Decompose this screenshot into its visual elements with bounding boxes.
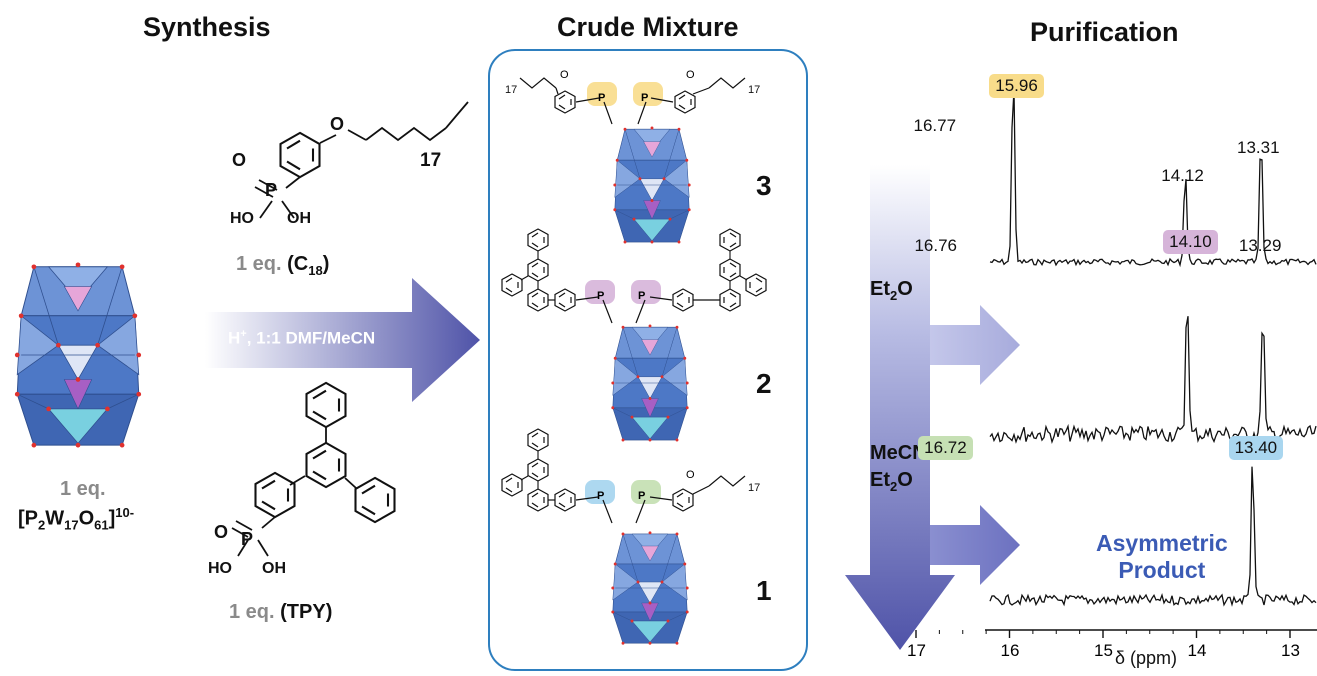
pom-cluster-left	[14, 261, 142, 449]
svg-text:P: P	[638, 490, 645, 502]
svg-text:P: P	[597, 290, 604, 302]
c18-ether-o-label: O	[330, 114, 345, 134]
peak-label-bottom-1: 13.40	[1228, 436, 1284, 460]
peak-label-top-3: 13.31	[1237, 138, 1280, 157]
nmr-spectra	[989, 89, 1317, 607]
compound-1-structure: P P O	[502, 429, 746, 524]
axis-tick-label-17: 17	[907, 641, 926, 660]
peak-label-bottom-0: 16.72	[918, 436, 973, 460]
c18-chain-sub: 17	[420, 150, 442, 171]
reaction-conditions: H+, 1:1 DMF/MeCN	[228, 328, 376, 348]
peak-label-top-1: 15.96	[989, 74, 1044, 98]
compound-label-1: 1	[756, 575, 772, 606]
svg-text:P: P	[597, 490, 604, 502]
compound-3-chain-right-sub: 17	[748, 84, 761, 96]
c18-structure	[254, 101, 469, 219]
side-arrow-1	[930, 305, 1020, 385]
x-axis-label: δ (ppm)	[1115, 648, 1178, 668]
title-synthesis: Synthesis	[143, 12, 271, 42]
peak-label-middle-1: 14.10	[1163, 230, 1218, 254]
svg-text:O: O	[686, 469, 695, 481]
c18-ho-label: HO	[230, 210, 254, 227]
side-arrow-2	[930, 505, 1020, 585]
purification-arrow	[845, 165, 955, 650]
peak-label-middle-2: 13.29	[1238, 236, 1282, 255]
c18-oh-label: OH	[287, 210, 311, 227]
svg-text:O: O	[686, 69, 695, 81]
title-crude-mixture: Crude Mixture	[557, 12, 739, 42]
spectrum-bottom	[989, 466, 1317, 607]
peak-label-top-2: 14.12	[1161, 166, 1204, 185]
peak-label-top-0: 16.77	[913, 116, 957, 135]
pom-eq-label: 1 eq.	[60, 478, 106, 500]
spectrum-top	[989, 89, 1317, 268]
c18-eq-label: 1 eq. (C18)	[236, 253, 330, 278]
spectrum-middle	[989, 316, 1317, 445]
compound-1-chain-sub: 17	[748, 482, 761, 494]
reaction-arrow	[205, 278, 480, 402]
compound-label-2: 2	[756, 368, 772, 399]
svg-text:P: P	[638, 290, 645, 302]
axis-tick-label-16: 16	[1001, 641, 1020, 660]
axis-tick-label-15: 15	[1094, 641, 1113, 660]
ppm-axis-ticks: 17 16 15 14 13	[907, 630, 1300, 660]
solvent-mecn-et2o: MeCN/ Et2O	[870, 442, 933, 494]
tpy-ho-label: HO	[208, 560, 232, 577]
svg-text:P: P	[641, 92, 648, 104]
tpy-o-label: O	[214, 522, 229, 542]
compound-3-structure: P P O O	[519, 69, 746, 125]
tpy-p-label: P	[241, 529, 254, 549]
axis-tick-label-13: 13	[1281, 641, 1300, 660]
compound-2-structure: P P	[502, 229, 766, 324]
title-purification: Purification	[1030, 17, 1179, 47]
svg-text:P: P	[598, 92, 605, 104]
solvent-et2o: Et2O	[870, 278, 913, 303]
axis-tick-label-14: 14	[1188, 641, 1207, 660]
tpy-oh-label: OH	[262, 560, 286, 577]
svg-text:O: O	[560, 69, 569, 81]
c18-o-label: O	[232, 150, 247, 170]
peak-label-middle-0: 16.76	[914, 236, 957, 255]
compound-3-chain-left-sub: 17	[505, 84, 518, 96]
pom-formula-label: [P2W17O61]10-	[18, 505, 135, 533]
c18-p-label: P	[265, 180, 278, 200]
crude-mixture-box	[488, 49, 808, 671]
asymmetric-product-label: Asymmetric Product	[1096, 530, 1228, 583]
tpy-eq-label: 1 eq. (TPY)	[229, 601, 333, 623]
compound-label-3: 3	[756, 170, 772, 201]
tpy-structure	[231, 381, 396, 557]
